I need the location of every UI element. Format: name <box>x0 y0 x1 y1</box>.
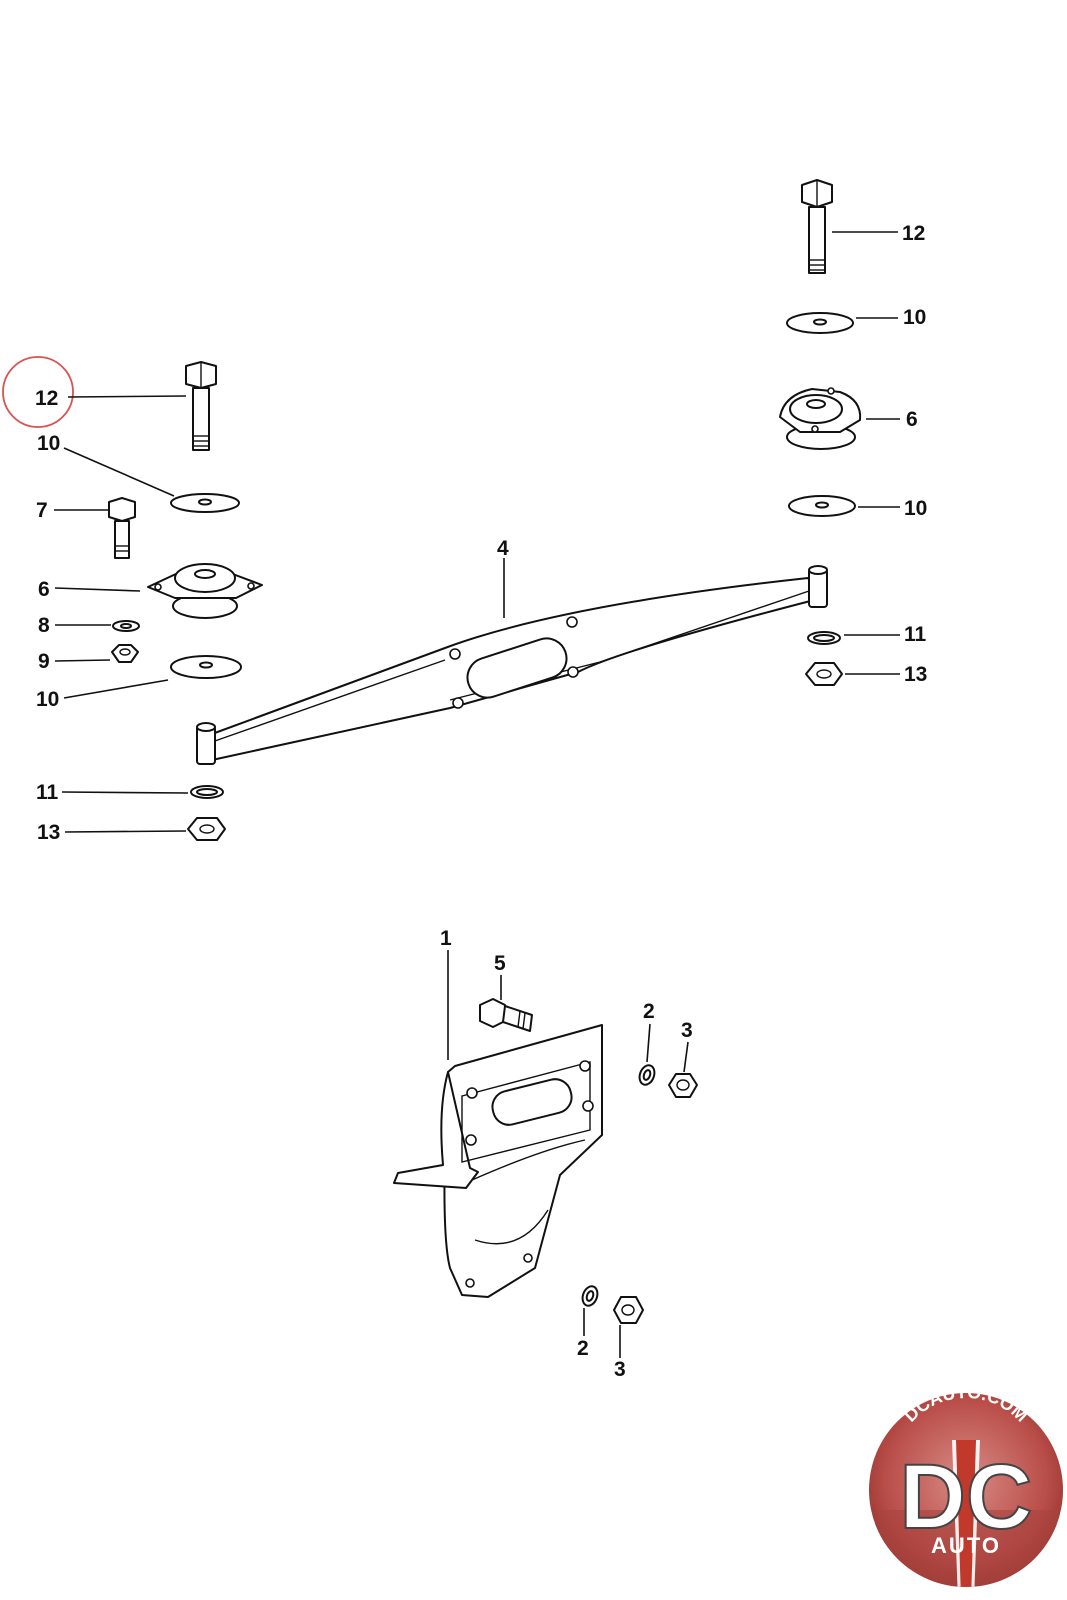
nut-3-bottom[interactable] <box>613 1296 644 1324</box>
lock-washer-2-bottom[interactable] <box>580 1284 600 1308</box>
callout-4: 4 <box>497 537 509 560</box>
callout-12-left: 12 <box>35 387 58 410</box>
lock-washer-2-top[interactable] <box>637 1063 657 1087</box>
bolt-7[interactable] <box>108 497 136 559</box>
dcauto-logo: DCAUTO.COM DC AUTO <box>869 1382 1063 1587</box>
callout-7: 7 <box>36 499 48 522</box>
callout-3-top: 3 <box>681 1019 693 1042</box>
callout-10-right-top: 10 <box>903 306 926 329</box>
callout-11-left: 11 <box>36 781 59 804</box>
bolt-12-right[interactable] <box>801 179 833 274</box>
callout-8: 8 <box>38 614 50 637</box>
callout-11-right: 11 <box>904 623 927 646</box>
nut-9[interactable] <box>111 644 139 663</box>
nut-13-left[interactable] <box>187 817 226 841</box>
callout-1: 1 <box>440 927 452 950</box>
callout-10-left-bottom: 10 <box>36 688 59 711</box>
washer-10-left-top[interactable] <box>170 493 240 513</box>
logo-letters: DC <box>900 1446 1033 1548</box>
engine-mount-6-right[interactable] <box>779 387 862 450</box>
nut-13-right[interactable] <box>805 662 843 686</box>
callout-9: 9 <box>38 650 50 673</box>
bolt-12-left[interactable] <box>185 361 217 451</box>
nut-3-top[interactable] <box>668 1073 698 1098</box>
washer-10-right-top[interactable] <box>786 312 854 334</box>
callout-12-right: 12 <box>902 222 925 245</box>
highlight-circle <box>2 356 74 428</box>
logo-sub-text: AUTO <box>931 1533 1001 1558</box>
callout-13-right: 13 <box>904 663 927 686</box>
callout-2-bottom: 2 <box>577 1337 589 1360</box>
callout-2-top: 2 <box>643 1000 655 1023</box>
washer-11-right[interactable] <box>807 631 841 645</box>
engine-mount-6-left[interactable] <box>147 563 263 619</box>
callout-6-left: 6 <box>38 578 50 601</box>
bolt-5[interactable] <box>479 998 533 1032</box>
lock-washer-8[interactable] <box>112 620 140 632</box>
crossmember-4[interactable] <box>196 565 828 765</box>
washer-10-right-bottom[interactable] <box>788 495 856 517</box>
callout-5: 5 <box>494 952 506 975</box>
callout-10-right-bottom: 10 <box>904 497 927 520</box>
callout-6-right: 6 <box>906 408 918 431</box>
washer-11-left[interactable] <box>190 785 224 799</box>
callout-10-left-top: 10 <box>37 432 60 455</box>
callout-3-bottom: 3 <box>614 1358 626 1381</box>
bracket-1[interactable] <box>393 1024 603 1298</box>
callout-13-left: 13 <box>37 821 60 844</box>
washer-10-left-bottom[interactable] <box>170 655 242 679</box>
leader-lines <box>54 231 900 1358</box>
